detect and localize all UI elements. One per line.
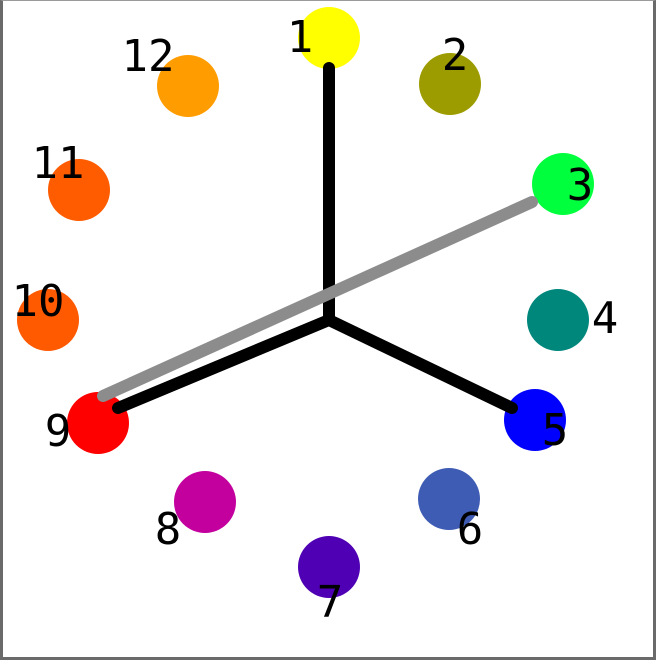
dot-label-9: 9	[45, 406, 72, 457]
hands-layer	[112, 62, 518, 414]
dot-label-4: 4	[592, 293, 619, 344]
dot-label-7: 7	[317, 577, 344, 628]
dot-3	[532, 153, 594, 215]
hand-to-5	[323, 314, 518, 414]
dot-2	[419, 53, 481, 115]
dot-6	[418, 468, 480, 530]
dot-label-3: 3	[567, 160, 594, 211]
dot-label-1: 1	[287, 12, 314, 63]
dot-label-2: 2	[442, 30, 469, 81]
dot-label-8: 8	[155, 504, 182, 555]
gray-pointer-line	[97, 196, 538, 402]
dots-layer	[17, 7, 594, 598]
dot-label-10: 10	[12, 276, 65, 327]
dot-label-12: 12	[122, 31, 175, 82]
dot-label-5: 5	[542, 405, 569, 456]
dot-12	[157, 55, 219, 117]
dot-1	[298, 7, 360, 69]
dot-11	[48, 159, 110, 221]
dot-4	[527, 289, 589, 351]
dot-10	[17, 289, 79, 351]
hand-to-9	[112, 314, 335, 414]
dot-7	[298, 536, 360, 598]
dot-label-11: 11	[32, 138, 85, 189]
dot-8	[174, 471, 236, 533]
dot-label-6: 6	[457, 504, 484, 555]
dot-5	[504, 389, 566, 451]
pointer-layer	[97, 196, 538, 402]
